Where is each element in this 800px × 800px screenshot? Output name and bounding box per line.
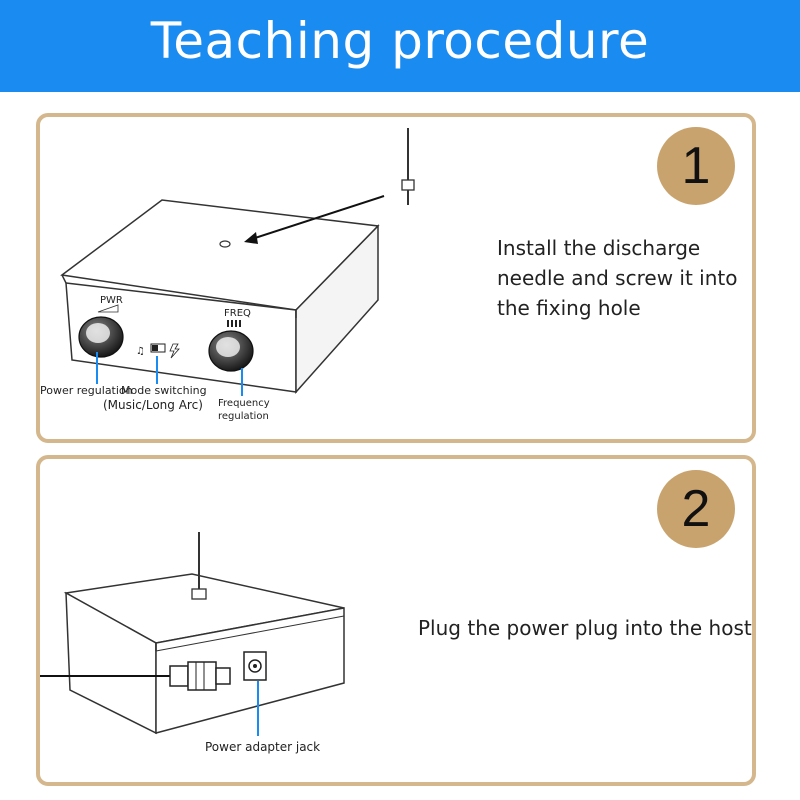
discharge-needle-icon (401, 128, 415, 205)
insert-arrow-icon (244, 195, 385, 244)
step-2-badge: 2 (657, 470, 735, 548)
freq-level-icon (227, 320, 241, 327)
callout-frequency-line: regulation (218, 411, 269, 422)
music-note-icon: ♫ (136, 346, 145, 357)
step-2-description-line: Plug the power plug into the host (418, 616, 752, 640)
callout-power-adapter-jack: Power adapter jack (205, 740, 321, 754)
frequency-knob-icon (208, 330, 254, 372)
power-jack-icon (243, 651, 267, 681)
page-title: Teaching procedure (150, 12, 650, 70)
callout-frequency-regulation: Frequency regulation (218, 397, 270, 423)
pwr-level-icon (97, 304, 119, 313)
device-side-face (295, 224, 379, 394)
fixing-hole-icon (219, 240, 231, 248)
callout-power-regulation: Power regulation (40, 384, 133, 397)
step-1-description-line: the fixing hole (497, 296, 641, 320)
step-1-badge: 1 (657, 127, 735, 205)
step-1-description: Install the discharge needle and screw i… (497, 233, 737, 323)
header-banner: Teaching procedure (0, 0, 800, 92)
lightning-icon (169, 343, 180, 359)
callout-frequency-line: Frequency (218, 398, 270, 409)
discharge-needle-icon (191, 532, 207, 600)
mode-switch-icon: ♫ (136, 343, 180, 359)
power-knob-icon (78, 316, 124, 358)
callout-mode-line: Mode switching (121, 384, 207, 397)
pwr-label: PWR (100, 295, 123, 306)
step-2-description: Plug the power plug into the host (418, 613, 752, 643)
step-1-description-line: needle and screw it into (497, 266, 738, 290)
callout-mode-switching: Mode switching (Music/Long Arc) (103, 384, 207, 412)
callout-mode-line: (Music/Long Arc) (103, 398, 203, 412)
step-1-description-line: Install the discharge (497, 236, 701, 260)
power-plug-icon (40, 661, 231, 691)
freq-label: FREQ (224, 308, 251, 319)
